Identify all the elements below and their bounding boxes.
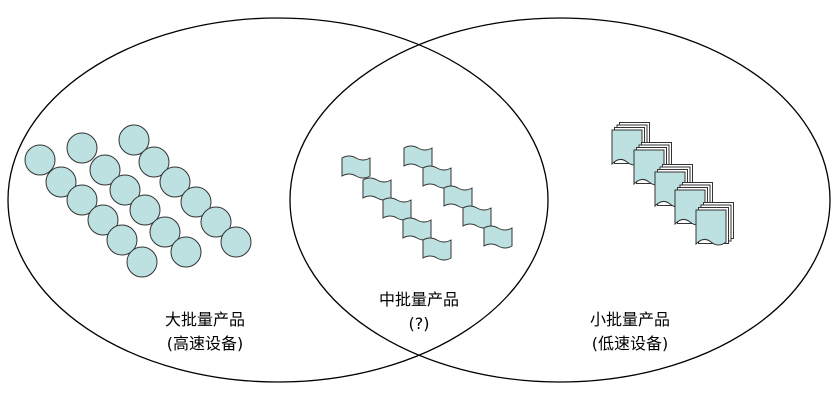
medium-batch-label: 中批量产品 (?) xyxy=(379,290,459,333)
medium-batch-label-line2: (?) xyxy=(409,314,430,333)
card-stack-icon xyxy=(695,202,734,246)
wavy-card-icon xyxy=(402,217,432,241)
circle-icon xyxy=(200,206,232,238)
wavy-card-icon xyxy=(462,205,492,229)
card-stack-icon xyxy=(611,122,650,166)
medium-batch-wavy-card-icons xyxy=(341,145,513,261)
circle-icon xyxy=(89,154,121,186)
wavy-card-icon xyxy=(422,237,452,261)
large-batch-label-line2: (高速设备) xyxy=(167,334,244,353)
wavy-card-icon xyxy=(422,165,452,189)
circle-icon xyxy=(24,144,56,176)
small-batch-card-stack-icons xyxy=(611,122,734,246)
circle-icon xyxy=(129,194,161,226)
circle-icon xyxy=(159,166,191,198)
circle-icon xyxy=(180,186,212,218)
small-batch-label-line1: 小批量产品 xyxy=(590,310,670,329)
wavy-card-icon xyxy=(341,155,371,179)
large-batch-label-line1: 大批量产品 xyxy=(165,310,245,329)
small-batch-label-line2: (低速设备) xyxy=(592,334,669,353)
circle-icon xyxy=(149,216,181,248)
circle-icon xyxy=(220,226,252,258)
circle-icon xyxy=(87,204,119,236)
wavy-card-icon xyxy=(443,185,473,209)
circle-icon xyxy=(126,246,158,278)
medium-batch-label-line1: 中批量产品 xyxy=(379,290,459,309)
circle-icon xyxy=(109,174,141,206)
circle-icon xyxy=(106,224,138,256)
card-stack-icon xyxy=(674,182,713,226)
large-batch-circle-icons xyxy=(24,124,252,278)
wavy-card-icon xyxy=(362,177,392,201)
large-batch-ellipse xyxy=(7,17,549,383)
wavy-card-icon xyxy=(403,145,433,169)
circle-icon xyxy=(118,124,150,156)
small-batch-ellipse xyxy=(289,17,831,383)
wavy-card-icon xyxy=(483,225,513,249)
circle-icon xyxy=(170,236,202,268)
circle-icon xyxy=(66,132,98,164)
small-batch-label: 小批量产品 (低速设备) xyxy=(590,310,670,353)
wavy-card-icon xyxy=(382,197,412,221)
circle-icon xyxy=(45,166,77,198)
circle-icon xyxy=(138,146,170,178)
large-batch-label: 大批量产品 (高速设备) xyxy=(165,310,245,353)
circle-icon xyxy=(66,184,98,216)
